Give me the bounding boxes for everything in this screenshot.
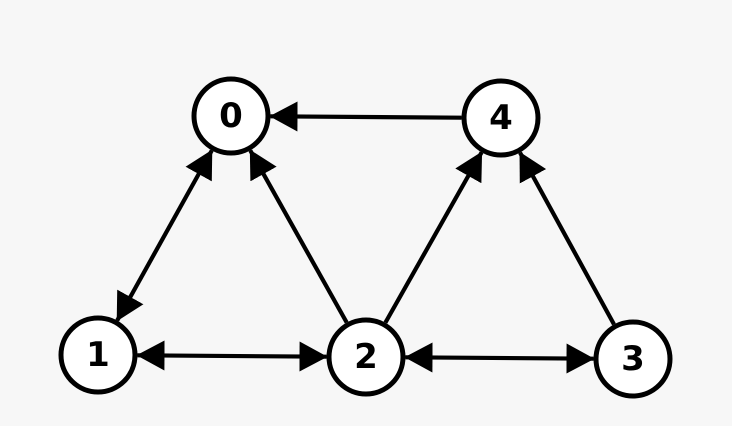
node-label-3: 3: [621, 339, 645, 379]
node-label-2: 2: [354, 337, 378, 377]
node-circle-0: [191, 76, 271, 156]
graph-node-4: 4: [461, 78, 541, 158]
edge-2-4: [383, 151, 484, 324]
edge-0-1-bidirectional: [115, 149, 214, 322]
graph-node-3: 3: [593, 319, 673, 399]
node-circle-2: [326, 317, 406, 397]
nodes-layer: 0 1 2 3 4: [58, 76, 673, 399]
node-label-1: 1: [86, 335, 110, 375]
graph-node-0: 0: [191, 76, 271, 156]
edge-4-0: [269, 101, 462, 132]
node-circle-1: [58, 315, 138, 395]
node-label-4: 4: [489, 98, 513, 138]
edges-layer: [115, 101, 616, 374]
edge-3-4: [518, 151, 616, 326]
graph-node-2: 2: [326, 317, 406, 397]
edge-1-2-bidirectional: [136, 340, 328, 372]
node-circle-3: [593, 319, 673, 399]
graph-node-1: 1: [58, 315, 138, 395]
edge-2-0: [248, 149, 349, 324]
node-label-0: 0: [219, 96, 243, 136]
edge-2-3-bidirectional: [404, 342, 595, 374]
node-circle-4: [461, 78, 541, 158]
